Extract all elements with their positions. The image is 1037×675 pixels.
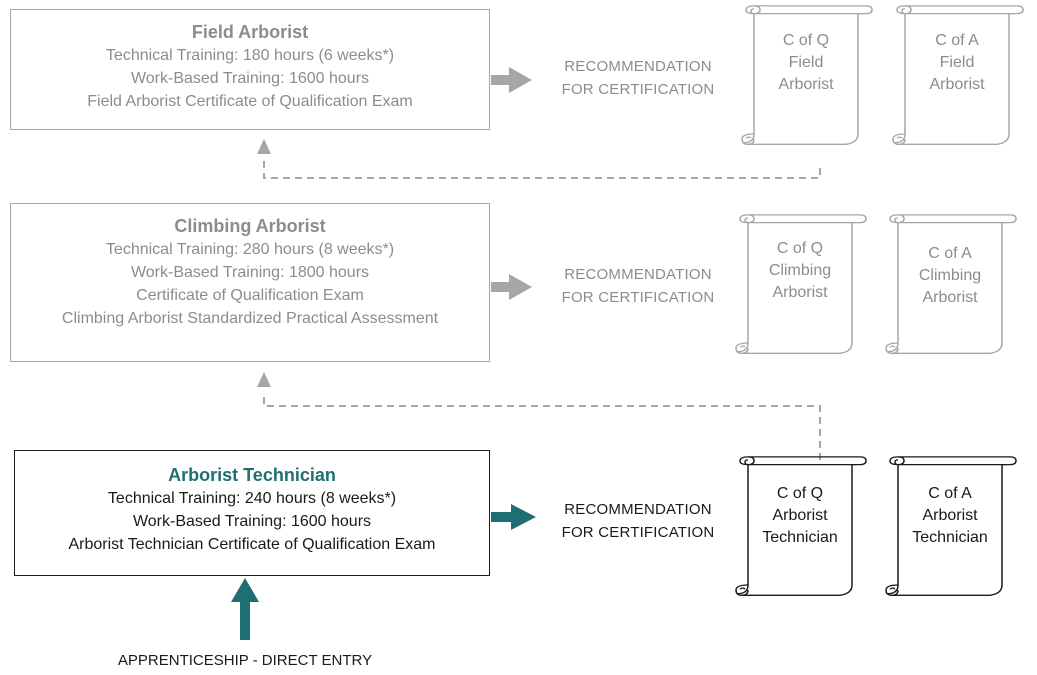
- cofa-technician-text: C of A Arborist Technician: [898, 483, 1002, 549]
- cofa-field-line1: C of A: [935, 32, 979, 49]
- recommendation-technician-line2: FOR CERTIFICATION: [561, 524, 715, 541]
- arborist-technician-title: Arborist Technician: [168, 465, 336, 485]
- cofq-climbing-line2: Climbing: [768, 262, 832, 279]
- field-arborist-title: Field Arborist: [191, 22, 309, 42]
- field-arborist-box: Field Arborist Technical Training: 180 h…: [10, 9, 490, 130]
- climbing-arborist-box: Climbing Arborist Technical Training: 28…: [10, 203, 490, 362]
- recommendation-climbing-line1: RECOMMENDATION: [564, 266, 712, 283]
- climbing-arborist-title: Climbing Arborist: [174, 216, 326, 236]
- cofq-climbing-line1: C of Q: [776, 240, 824, 257]
- cofq-field-line1: C of Q: [782, 32, 830, 49]
- arborist-technician-exam: Arborist Technician Certificate of Quali…: [68, 536, 436, 553]
- climbing-arborist-assessment: Climbing Arborist Standardized Practical…: [61, 310, 439, 327]
- cofq-climbing-line3: Arborist: [772, 284, 828, 301]
- cofa-technician-line2: Arborist: [922, 507, 978, 524]
- arrow-field: [491, 67, 532, 93]
- cofq-field-text: C of Q Field Arborist: [754, 30, 858, 96]
- cofa-field-text: C of A Field Arborist: [905, 30, 1009, 96]
- recommendation-field: RECOMMENDATION FOR CERTIFICATION: [548, 55, 728, 101]
- entry-arrow: [231, 578, 259, 640]
- recommendation-field-line2: FOR CERTIFICATION: [561, 81, 715, 98]
- recommendation-field-line1: RECOMMENDATION: [564, 58, 712, 75]
- cofa-field-line3: Arborist: [929, 76, 985, 93]
- cofq-technician-line3: Technician: [762, 529, 838, 546]
- cofa-field-line2: Field: [939, 54, 975, 71]
- field-arborist-exam: Field Arborist Certificate of Qualificat…: [87, 93, 413, 110]
- cofa-climbing-line3: Arborist: [922, 289, 978, 306]
- cofq-field-line2: Field: [788, 54, 824, 71]
- climbing-arborist-work: Work-Based Training: 1800 hours: [130, 264, 370, 281]
- climbing-arborist-technical: Technical Training: 280 hours (8 weeks*): [105, 241, 395, 258]
- dashed-connector-middle: [263, 392, 821, 412]
- up-arrowhead-top: [257, 139, 271, 154]
- climbing-arborist-exam: Certificate of Qualification Exam: [136, 287, 364, 304]
- cofa-technician-line1: C of A: [928, 485, 972, 502]
- recommendation-technician: RECOMMENDATION FOR CERTIFICATION: [548, 498, 728, 544]
- cofq-field-line3: Arborist: [778, 76, 834, 93]
- field-arborist-work: Work-Based Training: 1600 hours: [130, 70, 370, 87]
- cofa-climbing-text: C of A Climbing Arborist: [898, 243, 1002, 309]
- arrow-technician: [491, 504, 536, 530]
- cofa-technician-line3: Technician: [912, 529, 988, 546]
- recommendation-climbing-line2: FOR CERTIFICATION: [561, 289, 715, 306]
- cofa-climbing-line1: C of A: [928, 245, 972, 262]
- recommendation-climbing: RECOMMENDATION FOR CERTIFICATION: [548, 263, 728, 309]
- recommendation-technician-line1: RECOMMENDATION: [564, 501, 712, 518]
- arborist-technician-box: Arborist Technician Technical Training: …: [14, 450, 490, 576]
- cofq-technician-text: C of Q Arborist Technician: [748, 483, 852, 549]
- cofq-climbing-text: C of Q Climbing Arborist: [748, 238, 852, 304]
- up-arrowhead-middle: [257, 372, 271, 387]
- direct-entry-label: APPRENTICESHIP - DIRECT ENTRY: [117, 652, 373, 669]
- arborist-technician-technical: Technical Training: 240 hours (8 weeks*): [107, 490, 397, 507]
- arborist-technician-work: Work-Based Training: 1600 hours: [132, 513, 372, 530]
- dashed-connector-top: [263, 156, 821, 179]
- field-arborist-technical: Technical Training: 180 hours (6 weeks*): [105, 47, 395, 64]
- arrow-climbing: [491, 274, 532, 300]
- cofq-technician-line2: Arborist: [772, 507, 828, 524]
- cofq-technician-line1: C of Q: [776, 485, 824, 502]
- cofa-climbing-line2: Climbing: [918, 267, 982, 284]
